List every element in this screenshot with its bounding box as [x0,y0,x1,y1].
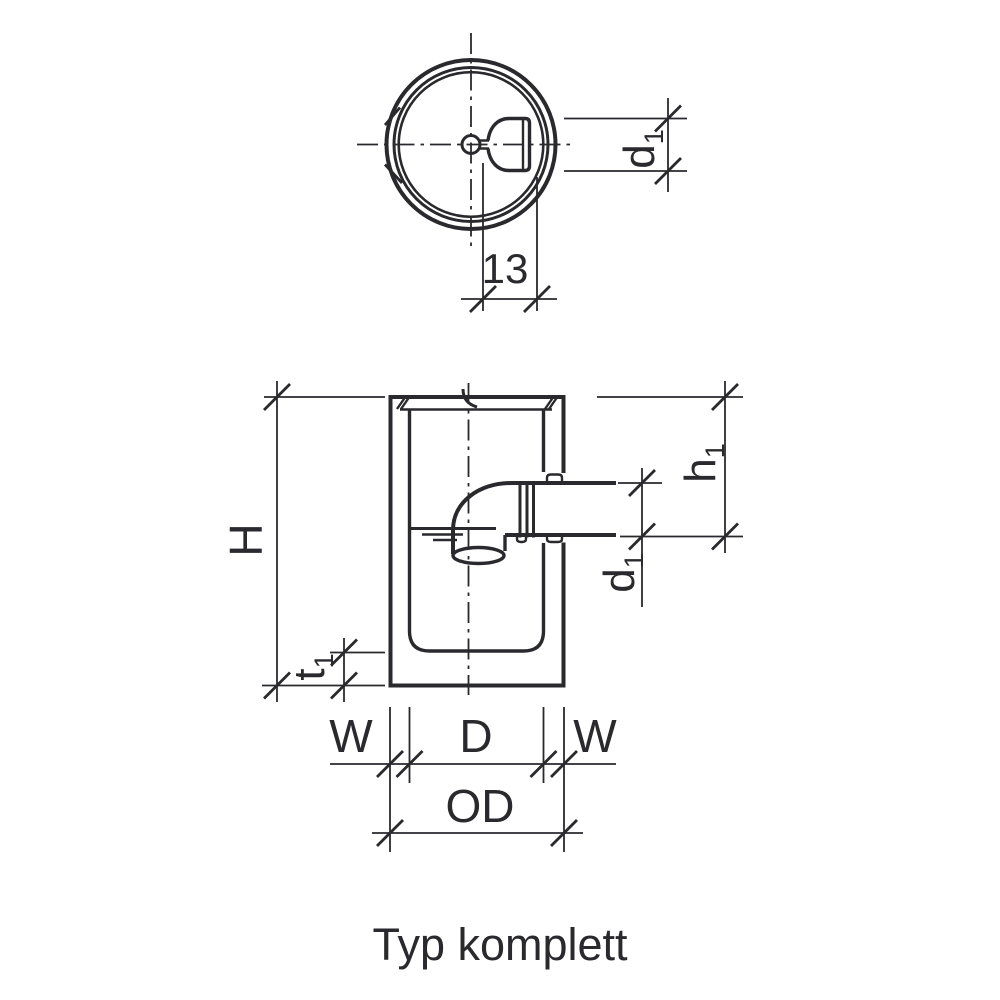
dim-H: H [220,381,385,702]
plan-view [357,33,575,252]
dim-t1-ticks [330,638,358,700]
plan-outlet-center-circle [460,134,482,155]
dim-H-extension-lines [262,396,385,687]
dim-h1: h1 [597,381,743,553]
dim-H-label: H [220,523,272,556]
plan-inner-ring [397,70,545,219]
section-view [388,383,616,695]
dim-13: 13 [461,163,557,313]
dim-H-ticks [263,383,291,700]
dim-OD: OD [372,780,583,847]
section-lid-hook [461,388,478,409]
section-inner-cavity [407,409,546,653]
caption-text: Typ komplett [372,919,628,970]
dim-d1-section: d1 [595,468,662,607]
elbow-pipe [451,473,616,566]
plan-outer-ring [384,58,558,231]
plan-outlet-bell [486,116,532,173]
dim-13-label: 13 [482,245,529,292]
plan-mid-ring [392,66,550,223]
dim-d1-plan-ticks [654,104,682,185]
dim-d1-plan: d1 [564,98,687,192]
section-outer-shell [388,395,566,688]
dim-h1-ticks [711,383,739,551]
dim-D-label: D [459,710,492,762]
plan-joint-mark-lower [383,163,404,184]
section-lid-hatch-right [544,395,559,410]
elbow-outlet-opening [451,545,506,566]
dim-d1-plan-label: d1 [615,129,669,169]
dim-h1-label: h1 [676,443,730,483]
dim-t1-label: t1 [285,653,339,680]
dim-d1-section-label: d1 [595,553,649,593]
dim-13-ticks [469,285,551,313]
dim-d1-section-ticks [628,469,656,551]
dim-13-extension-lines [482,163,538,311]
dim-W-left-label: W [329,710,373,762]
pipe-socket-rings [518,481,535,538]
pipe-seal-bump-wall-bottom [545,535,564,544]
dim-t1: t1 [285,638,385,702]
dim-OD-ticks [376,819,578,847]
dim-W-right-label: W [573,710,617,762]
plan-joint-mark-upper [383,106,402,126]
dim-WDW: W D W [329,707,617,852]
dim-WDW-extension-lines [389,707,565,852]
pipe-seal-bump-wall-top [545,473,564,483]
dim-OD-label: OD [446,780,515,832]
section-lid-hatch-left [396,395,411,410]
pipe-seal-bump-socket [515,535,528,544]
plan-outlet-neck [479,139,489,150]
dim-WDW-ticks [376,750,578,778]
elbow-outer-profile [451,481,616,554]
